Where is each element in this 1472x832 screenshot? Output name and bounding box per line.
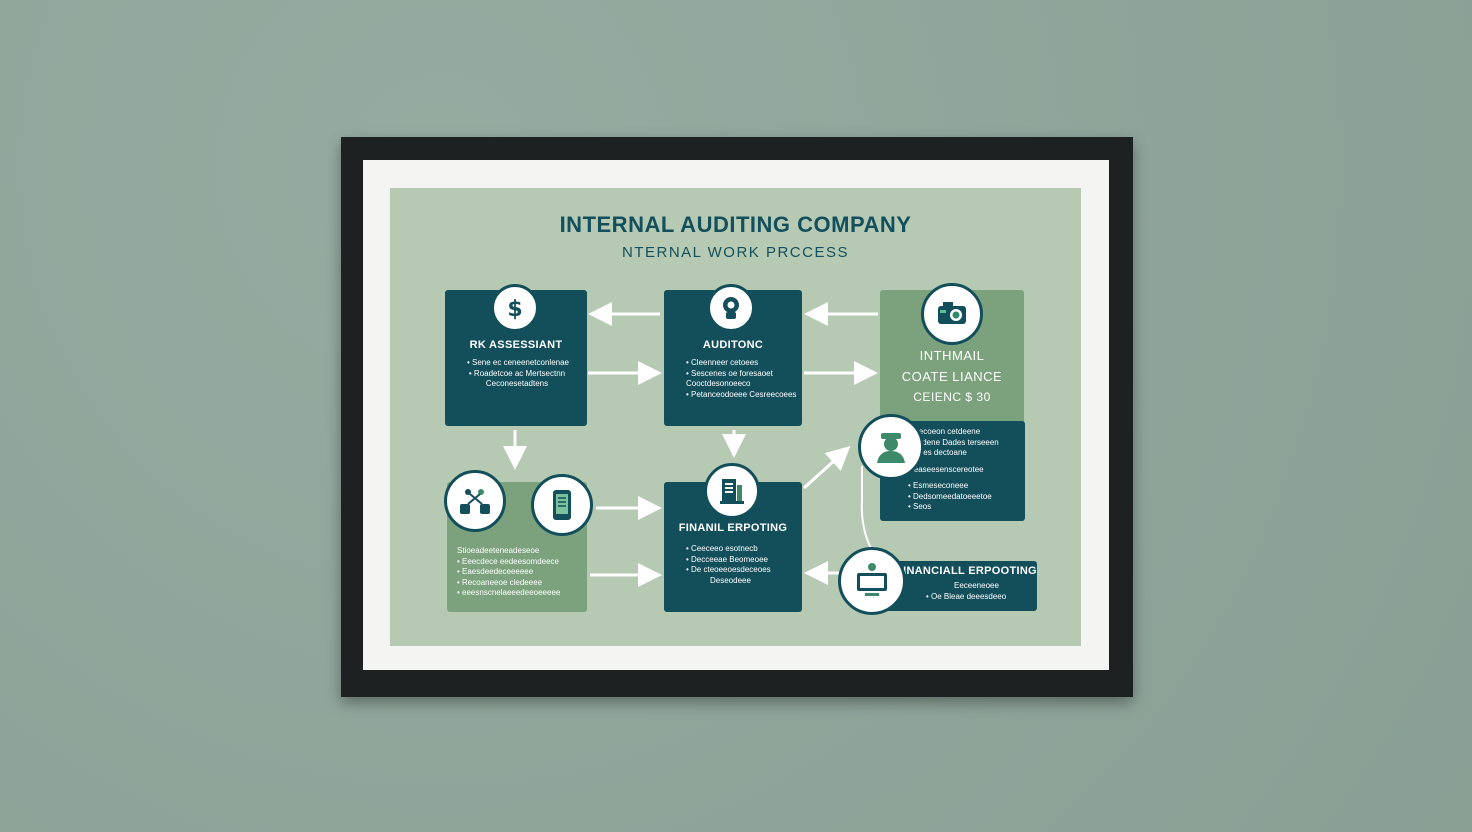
poster-subtitle: NTERNAL WORK PRCCESS [622,244,849,261]
monitor-icon [838,547,906,615]
compliance-line: • Dees dectoane [908,448,967,457]
compliance-title-line-1: INTHMAIL [919,348,985,363]
compliance-title-line-2: COATE LIANCE [901,369,1003,384]
poster-title: INTERNAL AUDITING COMPANY [559,212,912,237]
compliance-detail-lines: • Cecoeon cetdeene Eeodene Dades terseee… [908,427,999,513]
auditing-line: • Sescenes oe foresaoet [686,368,773,378]
compliance-line: Eeodene Dades terseeen [908,437,999,447]
financial-line: • De cteoeeoesdeceoes [686,565,771,574]
auditing-lines: • Cleenneer cetoees • Sescenes oe foresa… [686,358,796,400]
left-lower-line: • Eeecdece eedeesomdeece [457,556,559,566]
arrow-connector-curve [860,466,879,561]
risk-line: • Sene ec ceneenetconlenae [467,358,569,367]
risk-line: • Roadetcoe ac Mertsectnn [468,368,566,378]
compliance-line: • Esmeseconeee [908,481,969,490]
compliance-line: • Dedsomeedatoeeetoe [908,491,992,501]
auditing-line: • Cleenneer cetoees [686,358,759,367]
auditing-title: AUDITONC [702,339,764,351]
financial-line: • Ceeceeo esotnecb [686,544,758,553]
left-lower-line: Stioeadeeteneadeseoe [457,546,540,555]
compliance-line: • Cecoeon cetdeene [908,427,981,436]
left-lower-line: • Eaesdeedeceeeeee [457,567,534,576]
compliance-title-line-3: CEIENC $ 30 [913,390,991,404]
financial-right-lines: Eeceeneoee • Oe Bleae deeesdeeo [926,581,1006,602]
camera-icon [921,283,983,345]
auditor-icon [707,284,755,332]
financial-reporting-right-title: FINANCIALL ERPOOTING [896,565,1037,577]
person-icon [858,414,924,480]
financial-line: Deseodeee [710,575,751,585]
auditing-line: Cooctdesonoeeco [686,379,751,388]
mobile-report-icon [531,474,593,536]
documents-icon [704,463,760,519]
left-lower-line: • eeesnscnelaeeedeeoeeeee [457,588,561,597]
financial-right-line: • Oe Bleae deeesdeeo [926,591,1007,601]
people-network-icon [444,470,506,532]
arrow-center-to-compliance-detail [802,445,851,490]
left-lower-line: • Recoaneeoe cledeeee [457,577,543,587]
risk-assessment-box: RK ASSESSIANT • Sene ec ceneenetconlenae… [445,290,587,426]
financial-reporting-title: FINANIL ERPOTING [678,522,788,534]
compliance-line: Deaseesenscereotee [908,464,984,474]
compliance-line: • Seos [908,502,932,511]
dollar-icon: $ [491,284,539,332]
risk-assessment-title: RK ASSESSIANT [469,339,563,351]
auditing-line: • Petanceodoeee Cesreecoees [686,389,797,399]
financial-line: • Decceeae Beomeoee [686,554,768,564]
risk-line: Ceconesetadtens [485,379,549,388]
left-lower-lines: Stioeadeeteneadeseoe • Eeecdece eedeesom… [457,546,560,599]
svg-text:$: $ [507,297,522,322]
risk-assessment-lines: • Sene ec ceneenetconlenae • Roadetcoe a… [467,358,569,390]
financial-reporting-lines: • Ceeceeo esotnecb • Decceeae Beomeoee •… [686,544,771,586]
financial-right-line: Eeceeneoee [954,581,999,590]
